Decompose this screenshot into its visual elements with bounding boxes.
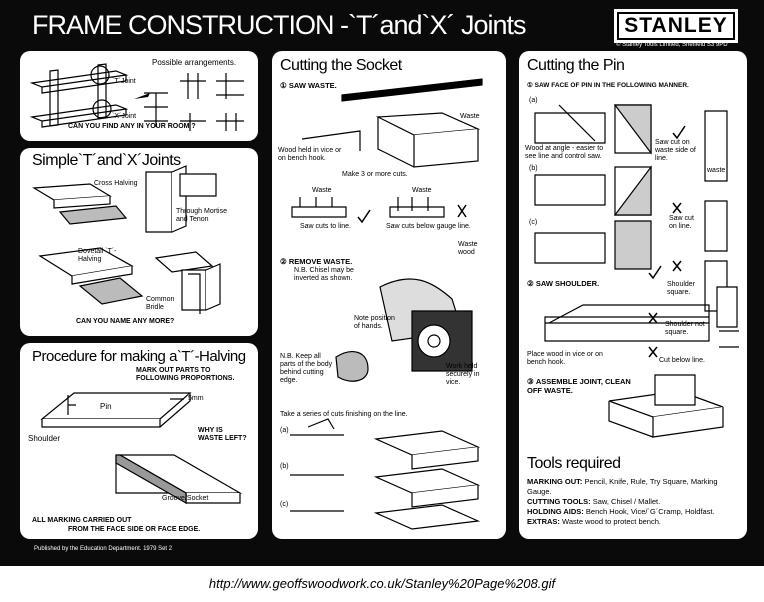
socket-title: Cutting the Socket — [280, 57, 402, 74]
tools-list: MARKING OUT: Pencil, Knife, Rule, Try Sq… — [527, 477, 739, 527]
shoulder-square-label: Shoulder square. — [667, 281, 696, 296]
socket-illustration — [290, 78, 483, 530]
arrangements-illustration — [29, 63, 244, 131]
panel-arrangements: Possible arrangements. `T´Joint `X´Joint… — [20, 51, 258, 141]
work-held-label: Work held securely in vice. — [446, 363, 480, 386]
place-wood-label: Place wood in vice or on bench hook. — [527, 351, 603, 366]
common-bridle-label: Common Bridle — [146, 296, 175, 311]
copyright: © Stanley Tools Limited, Sheffield S3 9P… — [616, 42, 728, 48]
source-url: http://www.geoffswoodwork.co.uk/Stanley%… — [208, 576, 556, 591]
shoulder-label: Shoulder — [28, 434, 61, 443]
series-b-label: (b) — [280, 463, 289, 470]
page-title: FRAME CONSTRUCTION -`T´and`X´ Joints — [32, 10, 527, 40]
pin-c-label: (c) — [529, 219, 538, 226]
through-mortise-label: Through Mortise and Tenon — [176, 208, 227, 223]
simple-joints-title: Simple`T´and`X´Joints — [32, 152, 181, 169]
possible-arrangements-label: Possible arrangements. — [152, 58, 237, 67]
mark-out-label: MARK OUT PARTS TO FOLLOWING PROPORTIONS. — [136, 367, 235, 382]
cross-halving-label: Cross Halving — [94, 180, 138, 187]
tools-item-extras: EXTRAS: Waste wood to protect bench. — [527, 517, 661, 526]
series-label: Take a series of cuts finishing on the l… — [280, 411, 408, 418]
series-c-label: (c) — [280, 501, 289, 508]
cut-below-label: Cut below line. — [659, 357, 705, 364]
pin-step2: ② SAW SHOULDER. — [527, 279, 600, 288]
pin-a-label: (a) — [529, 97, 538, 104]
poster: FRAME CONSTRUCTION -`T´and`X´ Joints STA… — [0, 0, 764, 566]
pin-b-label: (b) — [529, 165, 538, 172]
shoulder-not-label: Shoulder not square. — [665, 321, 705, 336]
saw-cut-on-label: Saw cut on line. — [669, 215, 694, 230]
pin-label: Pin — [100, 402, 112, 411]
dovetail-label: Dovetail `T´-Halving — [78, 248, 117, 263]
waste-b-label: Waste — [412, 187, 432, 194]
simple-joints-illustration — [32, 165, 221, 314]
footer-publisher: Published by the Education Department. 1… — [34, 546, 173, 552]
pin-waste-label: waste — [707, 167, 726, 174]
socket-step2: ② REMOVE WASTE. — [280, 257, 353, 266]
note-position-label: Note position of hands. — [354, 315, 395, 330]
nb-keep-label: N.B. Keep all parts of the body behind c… — [280, 353, 333, 384]
saw-cuts-below-label: Saw cuts below gauge line. — [386, 223, 471, 230]
tools-item-holding: HOLDING AIDS: Bench Hook, Vice/`G´Cramp,… — [527, 507, 715, 516]
panel-procedure: Procedure for making a`T´-Halving MARK O… — [20, 343, 258, 539]
pin-illustration — [534, 104, 739, 438]
why-waste-label: WHY IS WASTE LEFT? — [198, 427, 247, 442]
nb-chisel-label: N.B. Chisel may be inverted as shown. — [294, 267, 354, 282]
saw-cuts-line-label: Saw cuts to line. — [300, 223, 351, 230]
series-a-label: (a) — [280, 427, 289, 434]
t-joint-label: `T´Joint — [112, 78, 136, 85]
panel-cutting-pin: Cutting the Pin ① SAW FACE OF PIN IN THE… — [519, 51, 747, 539]
waste-a-label: Waste — [312, 187, 332, 194]
saw-cut-waste-label: Saw cut on waste side of line. — [655, 139, 696, 162]
socket-waste-label: Waste — [460, 113, 480, 120]
pin-step3: ③ ASSEMBLE JOINT, CLEAN OFF WASTE. — [527, 377, 631, 395]
procedure-illustration — [40, 392, 243, 505]
x-joint-label: `X´Joint — [112, 113, 137, 120]
simple-joints-question: CAN YOU NAME ANY MORE? — [76, 318, 175, 325]
panel-cutting-socket: Cutting the Socket ① SAW WASTE. — [272, 51, 506, 539]
waste-wood-label: Waste wood — [458, 241, 478, 256]
stanley-logo: STANLEY — [614, 9, 738, 43]
tools-item-marking: MARKING OUT: Pencil, Knife, Rule, Try Sq… — [527, 477, 718, 496]
tools-title: Tools required — [527, 455, 621, 472]
groove-label: Groove/Socket — [162, 495, 209, 502]
wood-held-label: Wood held in vice or on bench hook. — [278, 147, 342, 162]
panel-simple-joints: Simple`T´and`X´Joints Cross Halving Thro… — [20, 148, 258, 336]
wood-angle-label: Wood at angle - easier to see line and c… — [525, 145, 604, 160]
pin-step1: ① SAW FACE OF PIN IN THE FOLLOWING MANNE… — [527, 82, 689, 89]
face-side-label: FROM THE FACE SIDE OR FACE EDGE. — [68, 526, 201, 533]
arrangements-question: CAN YOU FIND ANY IN YOUR ROOM ? — [68, 123, 196, 130]
procedure-title: Procedure for making a`T´-Halving — [32, 348, 246, 365]
tools-item-cutting: CUTTING TOOLS: Saw, Chisel / Mallet. — [527, 497, 661, 506]
pin-title: Cutting the Pin — [527, 57, 625, 74]
socket-step1: ① SAW WASTE. — [280, 81, 337, 90]
dimension-label: 5mm — [188, 395, 204, 402]
make-cuts-label: Make 3 or more cuts. — [342, 171, 408, 178]
all-marking-label: ALL MARKING CARRIED OUT — [32, 517, 132, 524]
